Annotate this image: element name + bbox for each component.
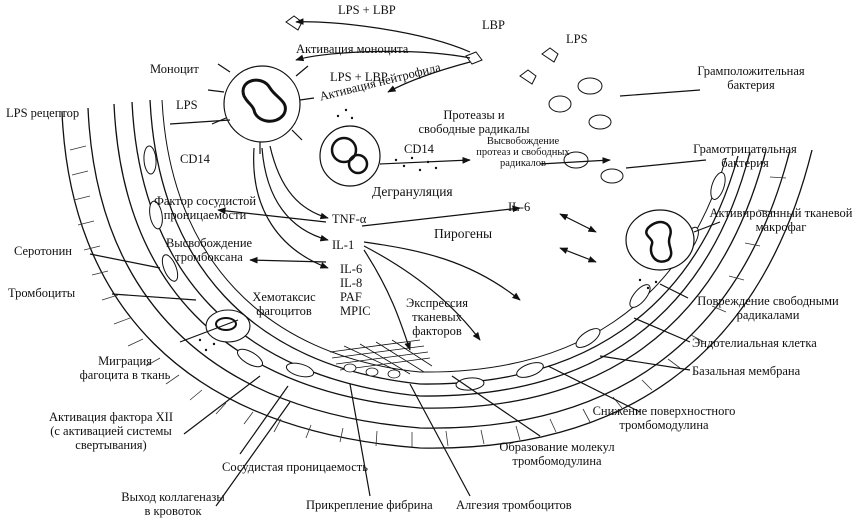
fibrin-clot	[329, 339, 433, 379]
cd14-left-label: CD14	[180, 152, 210, 166]
monocyte-cell	[207, 63, 315, 154]
wall-line-3	[113, 103, 767, 409]
phagocyte-migration-label: Миграция фагоцита в ткань	[79, 354, 171, 382]
vascular-permeability-factor-label: Фактор сосудистой проницаемости	[153, 194, 257, 222]
free-radical-damage-label: Повреждение свободными радикалами	[697, 294, 839, 322]
platelet-adhesion-label: Алгезия тромбоцитов	[456, 498, 572, 512]
endothelium-line	[149, 99, 739, 385]
activated-macrophage-label: Активированный тканевой макрофаг	[709, 206, 853, 234]
chemotaxis-label: Хемотаксис фагоцитов	[252, 290, 316, 318]
fibrin-attachment-label: Прикрепление фибрина	[306, 498, 433, 512]
mediators-label: IL-6 IL-8 PAF MPIC	[340, 262, 371, 318]
cd14-mid-label: CD14	[404, 142, 434, 156]
thromboxane-release-label: Высвобождение тромбоксана	[165, 236, 253, 264]
endothelial-cells	[143, 145, 726, 391]
wall-line-2	[87, 107, 791, 429]
proteases-label: Протеазы и свободные радикалы	[418, 108, 530, 136]
lps-lbp-top-label: LPS + LBP	[338, 3, 396, 17]
gram-positive-label: Грамположительная бактерия	[697, 64, 805, 92]
monocyte-label: Моноцит	[150, 62, 199, 76]
thrombomodulin-formation-label: Образование молекул тромбомодулина	[499, 440, 615, 468]
il1-label: IL-1	[332, 238, 355, 252]
release-proteases-label: Высвобождение протеаз и свободных радика…	[476, 136, 570, 169]
arrows	[89, 18, 721, 507]
endothelial-cell-label: Эндотелиальная клетка	[692, 336, 817, 350]
macrophage-cell	[625, 209, 695, 271]
degranulation-label: Дегрануляция	[372, 184, 453, 199]
lps-receptor-label: LPS рецептор	[6, 106, 80, 120]
pyrogens-label: Пирогены	[434, 226, 493, 241]
collagenase-exit-label: Выход коллагеназы в кровоток	[121, 490, 225, 518]
il6-right-label: IL-6	[508, 200, 531, 214]
vessel-wall	[61, 99, 813, 449]
neutrophil-cell	[319, 125, 381, 187]
serotonin-label: Серотонин	[14, 244, 72, 258]
lps-lbp-mid-label: LPS + LBP	[330, 70, 388, 84]
tissue-factor-expression-label: Экспрессия тканевых факторов	[406, 296, 468, 338]
lumen-edge	[161, 99, 727, 373]
vascular-permeability-label: Сосудистая проницаемость	[222, 460, 368, 474]
bacteria	[285, 15, 624, 184]
thrombomodulin-decrease-label: Снижение поверхностного тромбомодулина	[592, 404, 736, 432]
tnf-label: TNF-α	[332, 212, 367, 226]
factor-xii-label: Активация фактора XII (с активацией сист…	[48, 410, 173, 452]
platelets-label: Тромбоциты	[8, 286, 76, 300]
lbp-label: LBP	[482, 18, 505, 32]
monocyte-activation-label: Активация моноцита	[296, 42, 409, 56]
lps-left-label: LPS	[176, 98, 198, 112]
wall-line-4	[131, 101, 751, 397]
wall-hatching	[69, 145, 787, 447]
gram-negative-label: Грамотрицательная бактерия	[693, 142, 797, 170]
lps-right-label: LPS	[566, 32, 588, 46]
basement-membrane-label: Базальная мембрана	[692, 364, 801, 378]
